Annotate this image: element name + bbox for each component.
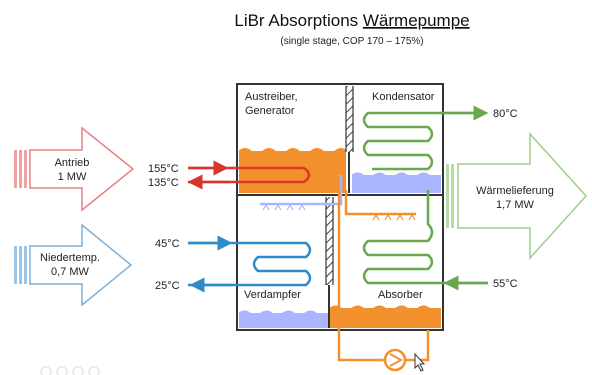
generator-label-line1: Austreiber, <box>245 91 298 103</box>
generator-label-line2: Generator <box>245 105 295 117</box>
drive-out-temp: 135°C <box>148 177 179 189</box>
hot-out-temp: 80°C <box>493 108 518 120</box>
absorber-solution <box>330 308 441 328</box>
absorber-coil <box>362 190 488 285</box>
evaporator-label: Verdampfer <box>244 289 301 301</box>
condenser-label: Kondensator <box>372 91 435 103</box>
heat-output-arrow: Wärmelieferung 1,7 MW <box>446 132 588 260</box>
low-out-temp: 25°C <box>155 280 180 292</box>
partition-top <box>346 86 353 152</box>
page-title: LiBr Absorptions Wärmepumpe <box>234 11 469 30</box>
low-temp-label: Niedertemp. <box>40 252 100 264</box>
solution-loop <box>337 190 430 362</box>
low-temp-input-arrow: Niedertemp. 0,7 MW <box>14 223 133 307</box>
evaporator-liquid <box>239 313 328 328</box>
condenser-coil <box>362 111 480 171</box>
hot-in-temp: 55°C <box>493 278 518 290</box>
drive-in-temp: 155°C <box>148 163 179 175</box>
drive-heating-coil <box>188 166 311 184</box>
evaporator-coil <box>188 241 312 287</box>
drive-power: 1 MW <box>58 171 87 183</box>
generator-solution <box>239 151 346 193</box>
overlay-dots <box>40 366 100 375</box>
cursor-icon <box>414 352 426 372</box>
partition-bottom <box>326 197 333 285</box>
condenser-liquid <box>352 175 441 193</box>
drive-label: Antrieb <box>55 157 90 169</box>
pump-icon <box>383 348 407 372</box>
drive-input-arrow: Antrieb 1 MW <box>14 126 135 212</box>
absorber-sprinkler <box>372 214 416 221</box>
refrigerant-line <box>260 175 343 206</box>
evaporator-sprinkler <box>262 204 306 211</box>
page-subtitle: (single stage, COP 170 – 175%) <box>280 36 423 47</box>
heat-output-label: Wärmelieferung <box>476 185 554 197</box>
heat-output-power: 1,7 MW <box>496 199 535 211</box>
low-temp-power: 0,7 MW <box>51 266 90 278</box>
vessel <box>236 83 444 331</box>
low-in-temp: 45°C <box>155 238 180 250</box>
absorber-label: Absorber <box>378 289 423 301</box>
